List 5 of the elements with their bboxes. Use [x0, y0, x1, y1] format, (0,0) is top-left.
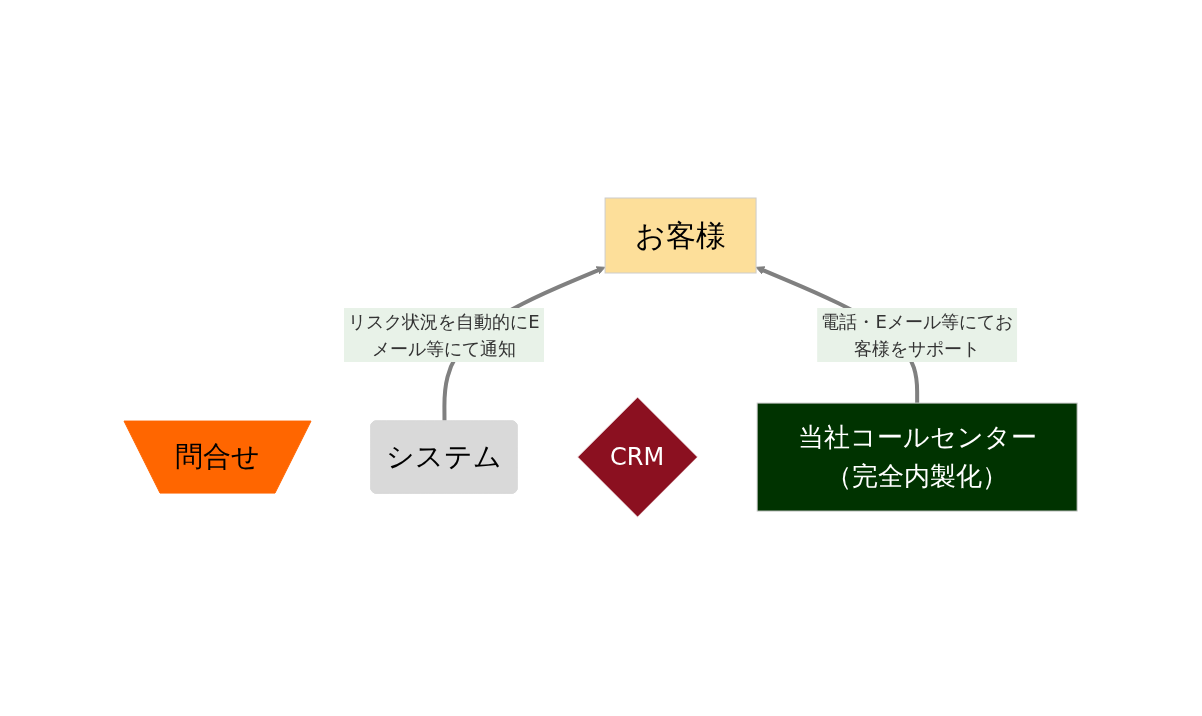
node-box: お客様	[605, 197, 757, 274]
edge-label: 電話・Eメール等にてお客様をサポート	[821, 311, 1014, 360]
node-diamond: CRM	[577, 396, 699, 519]
node-box: 当社コールセンター（完全内製化）	[757, 403, 1079, 512]
edge-label: リスク状況を自動的にEメール等にて通知	[348, 311, 541, 360]
